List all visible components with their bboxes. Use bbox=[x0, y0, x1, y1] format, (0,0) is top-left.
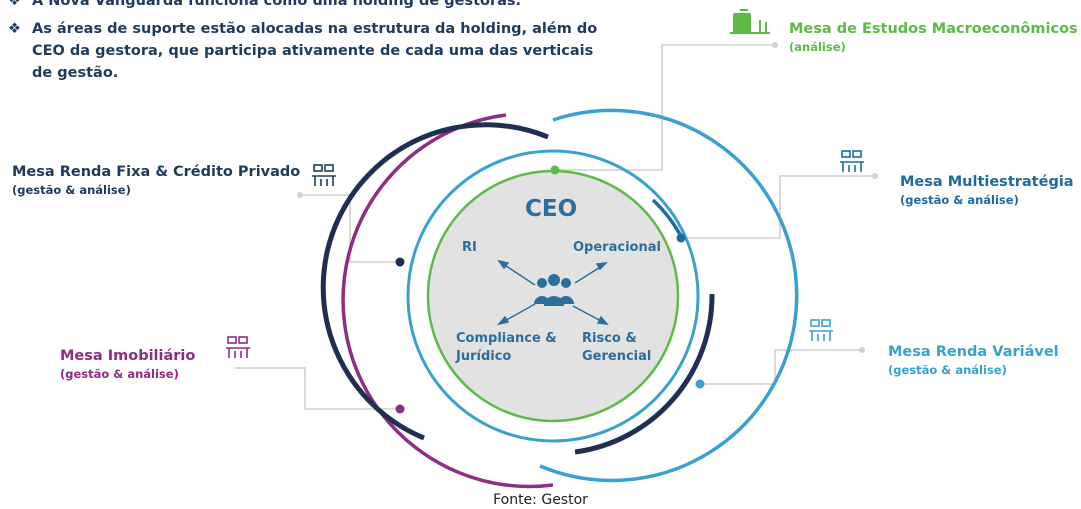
inner-arc-navy-right bbox=[574, 293, 715, 455]
connector-imob bbox=[235, 367, 400, 410]
desk-rv-title: Mesa Renda Variável bbox=[888, 344, 1059, 360]
source-caption: Fonte: Gestor bbox=[493, 492, 588, 508]
inner-arc-navy-left bbox=[320, 122, 549, 441]
ceo-title: CEO bbox=[525, 196, 578, 222]
meeting-icon bbox=[809, 319, 833, 341]
connector-rv bbox=[700, 349, 862, 385]
ring-blue bbox=[406, 149, 700, 443]
outer-arc-lightblue bbox=[539, 108, 799, 483]
people-icon bbox=[534, 274, 574, 306]
desk-macro-sub: (análise) bbox=[789, 40, 846, 54]
desk-imob: Mesa Imobiliário (gestão & análise) bbox=[60, 348, 195, 381]
desk-rf-sub: (gestão & análise) bbox=[12, 183, 131, 197]
desk-imob-sub: (gestão & análise) bbox=[60, 367, 179, 381]
center-item-juridico: Jurídico bbox=[456, 349, 512, 364]
dot-green bbox=[550, 165, 560, 175]
connector-end-dot bbox=[872, 173, 878, 179]
desk-rv-sub: (gestão & análise) bbox=[888, 363, 1007, 377]
connector-multi bbox=[681, 175, 875, 239]
desk-rf: Mesa Renda Fixa & Crédito Privado (gestã… bbox=[12, 164, 300, 197]
center-item-gerencial: Gerencial bbox=[582, 349, 652, 364]
bullet-2-text: As áreas de suporte estão alocadas na es… bbox=[32, 21, 598, 81]
center-item-compliance: Compliance & bbox=[456, 331, 557, 346]
outer-arc-purple bbox=[341, 113, 554, 489]
desk-multi: Mesa Multiestratégia (gestão & análise) bbox=[900, 174, 1074, 207]
connector-end-dot bbox=[772, 42, 778, 48]
dot-navy bbox=[395, 257, 405, 267]
meeting-icon bbox=[840, 150, 864, 172]
meeting-icon bbox=[312, 164, 336, 186]
bullet-diamond-icon: ❖ bbox=[8, 21, 21, 37]
bullet-2: ❖ As áreas de suporte estão alocadas na … bbox=[8, 18, 608, 84]
desk-macro-title: Mesa de Estudos Macroeconômicos bbox=[789, 21, 1078, 37]
bullet-1: ❖ A Nova Vanguarda funciona como uma hol… bbox=[8, 0, 608, 12]
connector-lines bbox=[235, 44, 875, 410]
desk-macro: Mesa de Estudos Macroeconômicos (análise… bbox=[789, 21, 1078, 54]
center-item-operacional: Operacional bbox=[573, 240, 661, 255]
meeting-icon bbox=[226, 336, 250, 358]
center-item-ri: RI bbox=[462, 240, 477, 255]
connector-macro bbox=[555, 44, 775, 171]
bullet-diamond-icon: ❖ bbox=[8, 0, 21, 9]
center-arrows bbox=[496, 259, 609, 326]
connector-end-dot bbox=[859, 347, 865, 353]
desk-rf-title: Mesa Renda Fixa & Crédito Privado bbox=[12, 164, 301, 180]
center-item-risco: Risco & bbox=[582, 331, 637, 346]
intro-bullets: ❖ A Nova Vanguarda funciona como uma hol… bbox=[8, 0, 608, 84]
desk-multi-sub: (gestão & análise) bbox=[900, 193, 1019, 207]
desk-imob-title: Mesa Imobiliário bbox=[60, 348, 196, 364]
dot-purple bbox=[395, 404, 405, 414]
bullet-1-text: A Nova Vanguarda funciona como uma holdi… bbox=[32, 0, 522, 9]
desk-rv: Mesa Renda Variável (gestão & análise) bbox=[888, 344, 1059, 377]
dot-blue bbox=[676, 233, 686, 243]
dot-lightblue bbox=[695, 379, 705, 389]
connector-rf bbox=[300, 194, 400, 263]
connector-end-dot bbox=[297, 192, 303, 198]
desk-multi-title: Mesa Multiestratégia bbox=[900, 174, 1074, 190]
workstation-icon bbox=[730, 9, 770, 34]
